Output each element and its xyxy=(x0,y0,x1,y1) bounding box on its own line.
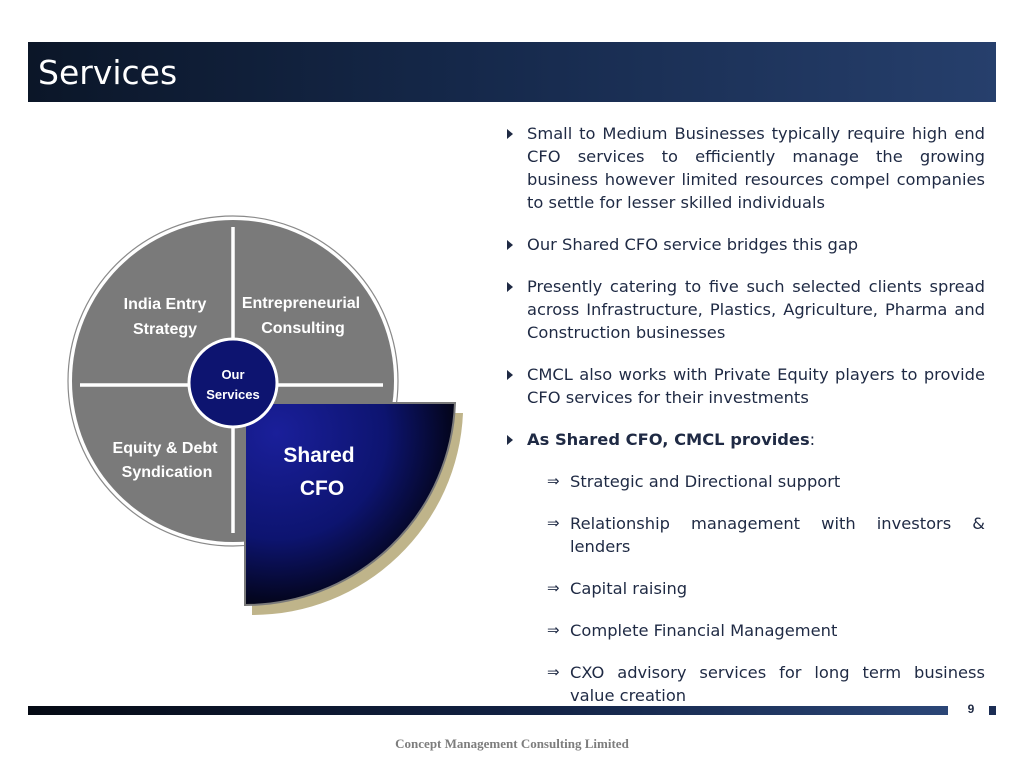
services-wheel: India Entry Strategy Entrepreneurial Con… xyxy=(67,215,463,616)
bullet-item: Presently catering to five such selected… xyxy=(505,275,985,344)
page-number: 9 xyxy=(967,702,975,716)
triangle-bullet-icon xyxy=(507,435,513,445)
bullet-text: Our Shared CFO service bridges this gap xyxy=(527,235,859,254)
double-arrow-icon: ⇒ xyxy=(547,663,560,681)
sub-bullet-item: ⇒ Relationship management with investors… xyxy=(505,512,985,558)
bullet-item: CMCL also works with Private Equity play… xyxy=(505,363,985,409)
triangle-bullet-icon xyxy=(507,129,513,139)
center-label-1: Our xyxy=(221,367,244,382)
bullet-item: Our Shared CFO service bridges this gap xyxy=(505,233,985,256)
page-marker xyxy=(989,706,996,715)
bullet-text: CMCL also works with Private Equity play… xyxy=(527,365,985,407)
services-diagram: India Entry Strategy Entrepreneurial Con… xyxy=(60,205,480,625)
double-arrow-icon: ⇒ xyxy=(547,514,560,532)
sub-bullet-text: Complete Financial Management xyxy=(570,621,838,640)
triangle-bullet-icon xyxy=(507,370,513,380)
segment-label-equity-debt-1: Equity & Debt xyxy=(113,440,219,457)
services-content: Small to Medium Businesses typically req… xyxy=(505,122,985,726)
triangle-bullet-icon xyxy=(507,282,513,292)
triangle-bullet-icon xyxy=(507,240,513,250)
segment-label-entrepreneurial-1: Entrepreneurial xyxy=(242,295,360,312)
double-arrow-icon: ⇒ xyxy=(547,472,560,490)
bullet-item-provides: As Shared CFO, CMCL provides: xyxy=(505,428,985,451)
center-label-2: Services xyxy=(206,387,260,402)
segment-label-shared-cfo-1: Shared xyxy=(283,444,354,467)
sub-bullet-text: Capital raising xyxy=(570,579,688,598)
title-bar: Services xyxy=(28,42,996,102)
segment-label-india-entry-2: Strategy xyxy=(133,321,197,338)
footer-bar xyxy=(28,706,948,715)
double-arrow-icon: ⇒ xyxy=(547,579,560,597)
sub-bullet-text: Relationship management with investors &… xyxy=(570,514,985,556)
bullet-text: Presently catering to five such selected… xyxy=(527,277,985,342)
page-title: Services xyxy=(38,53,178,92)
segment-label-india-entry-1: India Entry xyxy=(124,296,207,313)
sub-bullet-item: ⇒ Capital raising xyxy=(505,577,985,600)
bullet-item: Small to Medium Businesses typically req… xyxy=(505,122,985,214)
double-arrow-icon: ⇒ xyxy=(547,621,560,639)
segment-label-equity-debt-2: Syndication xyxy=(122,464,213,481)
sub-bullet-item: ⇒ CXO advisory services for long term bu… xyxy=(505,661,985,707)
provides-colon: : xyxy=(809,430,816,449)
sub-bullet-item: ⇒ Strategic and Directional support xyxy=(505,470,985,493)
segment-label-shared-cfo-2: CFO xyxy=(300,477,344,500)
shared-cfo-segment xyxy=(244,402,457,607)
center-hub xyxy=(187,337,279,429)
sub-bullet-text: Strategic and Directional support xyxy=(570,472,841,491)
provides-heading: As Shared CFO, CMCL provides xyxy=(527,430,810,449)
segment-label-entrepreneurial-2: Consulting xyxy=(261,320,345,337)
sub-bullet-item: ⇒ Complete Financial Management xyxy=(505,619,985,642)
sub-bullet-text: CXO advisory services for long term busi… xyxy=(570,663,985,705)
footer-company-name: Concept Management Consulting Limited xyxy=(395,736,629,751)
bullet-text: Small to Medium Businesses typically req… xyxy=(527,124,985,212)
